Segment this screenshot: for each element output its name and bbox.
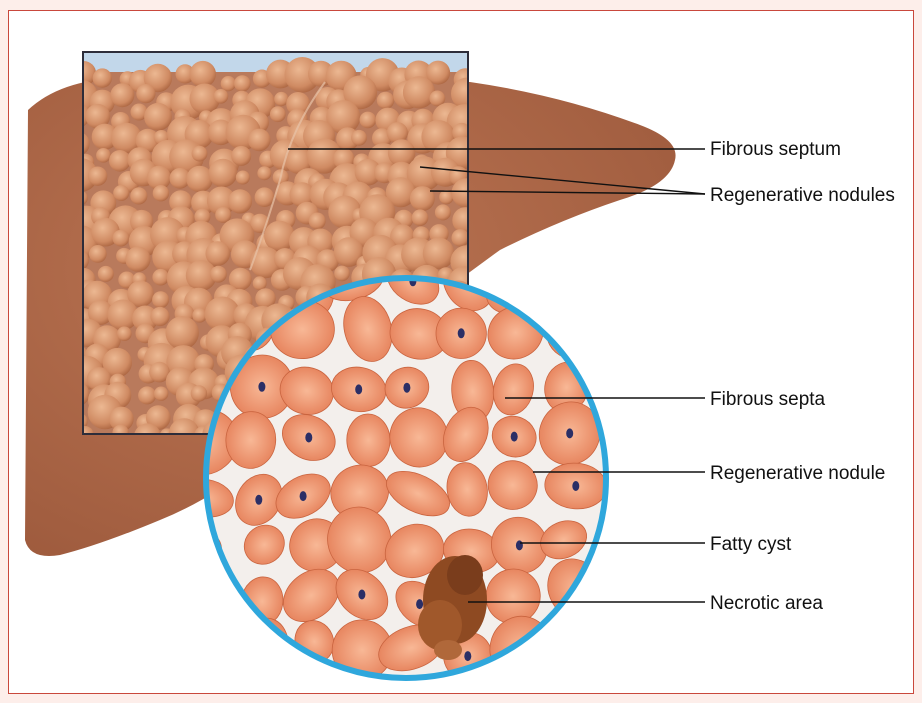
label-regenerative-nodules: Regenerative nodules bbox=[710, 185, 895, 206]
regenerative-nodule bbox=[117, 326, 132, 341]
regenerative-nodule bbox=[255, 187, 275, 207]
regenerative-nodule bbox=[113, 230, 130, 247]
regenerative-nodule bbox=[257, 166, 271, 180]
regenerative-nodule bbox=[351, 130, 367, 146]
label-fatty-cyst: Fatty cyst bbox=[710, 534, 792, 555]
central-vein bbox=[571, 283, 578, 293]
central-vein bbox=[355, 384, 362, 394]
regenerative-nodule bbox=[152, 291, 169, 308]
central-vein bbox=[258, 382, 265, 392]
regenerative-nodule bbox=[154, 387, 168, 401]
hepatocyte-lobule bbox=[544, 610, 605, 681]
central-vein bbox=[403, 383, 410, 393]
regenerative-nodule bbox=[360, 112, 377, 129]
regenerative-nodule bbox=[234, 75, 251, 92]
hepatocyte-lobule bbox=[548, 259, 600, 317]
regenerative-nodule bbox=[435, 204, 451, 220]
central-vein bbox=[511, 432, 518, 442]
central-vein bbox=[199, 646, 206, 656]
regenerative-nodule bbox=[113, 185, 129, 201]
regenerative-nodule bbox=[210, 266, 227, 283]
label-necrotic-area: Necrotic area bbox=[710, 593, 823, 614]
regenerative-nodule bbox=[439, 190, 453, 204]
regenerative-nodule bbox=[130, 187, 147, 204]
central-vein bbox=[358, 590, 365, 600]
regenerative-nodule bbox=[125, 247, 150, 272]
central-vein bbox=[566, 428, 573, 438]
label-fibrous-septum: Fibrous septum bbox=[710, 139, 841, 160]
regenerative-nodule bbox=[253, 276, 267, 290]
central-vein bbox=[206, 586, 213, 596]
regenerative-nodule bbox=[96, 148, 111, 163]
regenerative-nodule bbox=[270, 106, 286, 122]
regenerative-nodule bbox=[89, 245, 107, 263]
regenerative-nodule bbox=[334, 266, 350, 282]
regenerative-nodule bbox=[209, 159, 238, 188]
central-vein bbox=[416, 599, 423, 609]
regenerative-nodule bbox=[191, 385, 207, 401]
regenerative-nodule bbox=[214, 89, 229, 104]
regenerative-nodule bbox=[152, 269, 169, 286]
regenerative-nodule bbox=[186, 166, 213, 193]
central-vein bbox=[458, 328, 465, 338]
regenerative-nodule bbox=[403, 76, 435, 108]
regenerative-nodule bbox=[88, 167, 107, 186]
regenerative-nodule bbox=[410, 186, 435, 211]
regenerative-nodule bbox=[110, 83, 134, 107]
label-regenerative-nodule: Regenerative nodule bbox=[710, 463, 885, 484]
regenerative-nodule bbox=[412, 209, 429, 226]
regenerative-nodule bbox=[206, 241, 231, 266]
regenerative-nodule bbox=[190, 61, 216, 87]
regenerative-nodule bbox=[231, 146, 251, 166]
central-vein bbox=[516, 540, 523, 550]
regenerative-nodule bbox=[93, 68, 112, 87]
regenerative-nodule bbox=[136, 84, 155, 103]
regenerative-nodule bbox=[166, 316, 199, 349]
regenerative-nodule bbox=[377, 92, 394, 109]
regenerative-nodule bbox=[138, 386, 156, 404]
central-vein bbox=[255, 495, 262, 505]
regenerative-nodule bbox=[192, 146, 208, 162]
regenerative-nodule bbox=[144, 103, 172, 131]
regenerative-nodule bbox=[248, 129, 271, 152]
regenerative-nodule bbox=[109, 150, 131, 172]
central-vein bbox=[572, 481, 579, 491]
regenerative-nodule bbox=[150, 307, 169, 326]
central-vein bbox=[464, 651, 471, 661]
regenerative-nodule bbox=[228, 189, 252, 213]
central-vein bbox=[305, 433, 312, 443]
regenerative-nodule bbox=[221, 76, 236, 91]
regenerative-nodule bbox=[452, 229, 470, 247]
regenerative-nodule bbox=[98, 266, 114, 282]
regenerative-nodule bbox=[236, 171, 250, 185]
central-vein bbox=[300, 491, 307, 501]
hepatocyte-lobule bbox=[165, 614, 240, 687]
regenerative-nodule bbox=[153, 185, 169, 201]
label-fibrous-septa: Fibrous septa bbox=[710, 389, 826, 410]
regenerative-nodule bbox=[192, 308, 207, 323]
regenerative-nodule bbox=[423, 238, 455, 270]
central-vein bbox=[571, 641, 578, 651]
regenerative-nodule bbox=[309, 213, 326, 230]
